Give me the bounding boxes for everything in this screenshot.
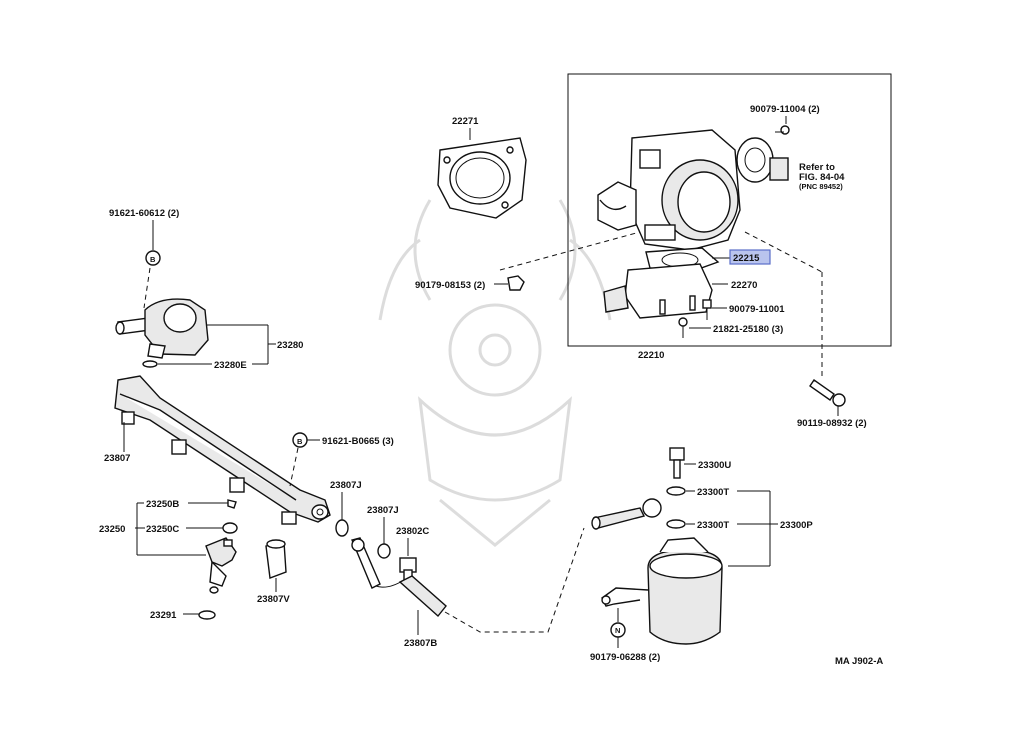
label-23807: 23807 [104,453,130,464]
label-23807j-a: 23807J [330,480,362,491]
label-23807j-b: 23807J [367,505,399,516]
label-22210: 22210 [638,350,664,361]
o-ring-23250c[interactable] [222,522,238,534]
n-mark: N [615,626,620,635]
gasket-23300t-a[interactable] [666,486,686,496]
label-23802c: 23802C [396,526,429,537]
pressure-regulator-23280[interactable] [115,298,209,359]
label-23300t-a: 23300T [697,487,729,498]
label-23250b: 23250B [146,499,179,510]
label-23300p: 23300P [780,520,813,531]
label-22270: 22270 [731,280,757,291]
throttle-position-sensor[interactable] [736,137,789,183]
label-91621-b0665: 91621-B0665 (3) [322,436,394,447]
label-23250c: 23250C [146,524,179,535]
bolt-90119-08932[interactable] [809,379,846,407]
screw-21821-25180[interactable] [678,317,688,338]
label-23807v: 23807V [257,594,290,605]
label-90179-06288: 90179-06288 (2) [590,652,660,663]
label-23280e: 23280E [214,360,247,371]
b-mark-icon [145,250,161,266]
refer-pnc-line: (PNC 89452) [799,182,843,191]
label-90119-08932: 90119-08932 (2) [797,418,867,429]
insulator-23807v[interactable] [265,539,287,579]
refer-to-line: Refer to [799,162,835,173]
label-22271: 22271 [452,116,479,127]
label-90079-11004: 90079-11004 (2) [750,104,820,115]
gasket-23807j-b[interactable] [377,543,391,559]
gasket-22271[interactable] [437,137,527,219]
label-23250: 23250 [99,524,125,535]
label-91621-60612: 91621-60612 (2) [109,208,179,219]
fuel-filter-23300p[interactable] [591,498,723,645]
clip-23250b[interactable] [227,499,237,509]
nut-90179-08153[interactable] [507,275,525,291]
gasket-23807j-a[interactable] [335,519,349,537]
label-23291: 23291 [150,610,177,621]
fuel-hose-23807b[interactable] [351,537,447,618]
idle-air-control-valve-22270[interactable] [603,263,713,319]
label-23300t-b: 23300T [697,520,729,531]
o-ring-23280e[interactable] [142,360,158,368]
label-90179-08153: 90179-08153 (2) [415,280,485,291]
label-90079-11001: 90079-11001 [729,304,785,315]
throttle-body-group-box [567,73,892,347]
fuel-delivery-pipe-23807[interactable] [114,375,331,525]
watermark-emblem [378,199,612,547]
throttle-body-22210[interactable] [597,129,741,251]
bolt-90079-11001[interactable] [702,299,712,320]
screw-90079-11004[interactable] [775,125,790,135]
insulator-23291[interactable] [198,610,216,620]
label-23300u: 23300U [698,460,731,471]
union-bolt-23802c[interactable] [399,557,417,581]
refer-fig-line: FIG. 84-04 [799,172,845,183]
bolt-23300u[interactable] [669,447,685,479]
highlight-22215-box [729,249,771,265]
label-22215[interactable]: 22215 [733,253,760,264]
diagram-code: MA J902-A [835,656,883,667]
label-21821-25180: 21821-25180 (3) [713,324,783,335]
fuel-injector-23250[interactable] [205,537,237,594]
b-mark-mid: B [297,437,303,446]
label-23807b: 23807B [404,638,437,649]
label-23280: 23280 [277,340,303,351]
gasket-23300t-b[interactable] [666,519,686,529]
b-mark-top: B [150,255,156,264]
